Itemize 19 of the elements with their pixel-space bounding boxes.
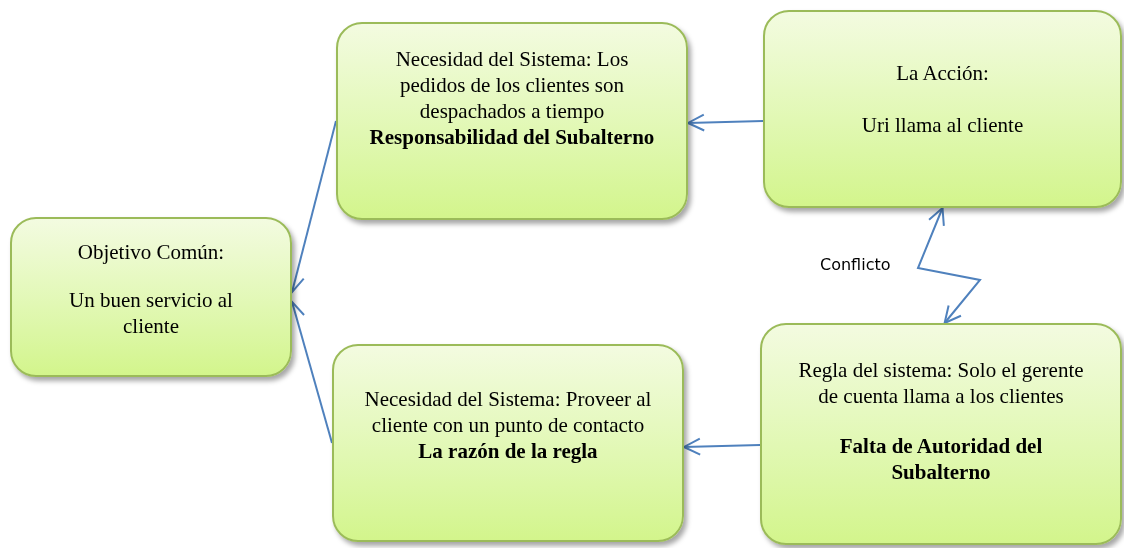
edge-label: Conflicto bbox=[818, 257, 893, 273]
node-heading: Necesidad del Sistema: Los pedidos de los clientes son despachados a tiempo bbox=[394, 46, 630, 124]
process-box bbox=[763, 10, 1122, 208]
node-text: Un buen servicio al cliente bbox=[68, 287, 234, 339]
process-box bbox=[336, 22, 688, 220]
node-text: La razón de la regla bbox=[417, 438, 599, 464]
node-text: Falta de Autoridad del Subalterno bbox=[838, 433, 1044, 485]
node-heading: Regla del sistema: Solo el gerente de cuenta llama a los clientes bbox=[797, 357, 1085, 409]
arrow bbox=[683, 437, 761, 456]
node-heading: Objetivo Común: bbox=[76, 239, 226, 265]
process-box bbox=[760, 323, 1122, 545]
arrow bbox=[687, 113, 764, 132]
node-text: Responsabilidad del Subalterno bbox=[368, 124, 656, 150]
node-heading: La Acción: bbox=[895, 60, 990, 86]
node-heading: Necesidad del Sistema: Proveer al cliente con un punto de contacto bbox=[364, 386, 652, 438]
process-box bbox=[10, 217, 292, 377]
arrow bbox=[916, 207, 982, 324]
node-text: Uri llama al cliente bbox=[860, 112, 1025, 138]
process-box bbox=[332, 344, 684, 542]
